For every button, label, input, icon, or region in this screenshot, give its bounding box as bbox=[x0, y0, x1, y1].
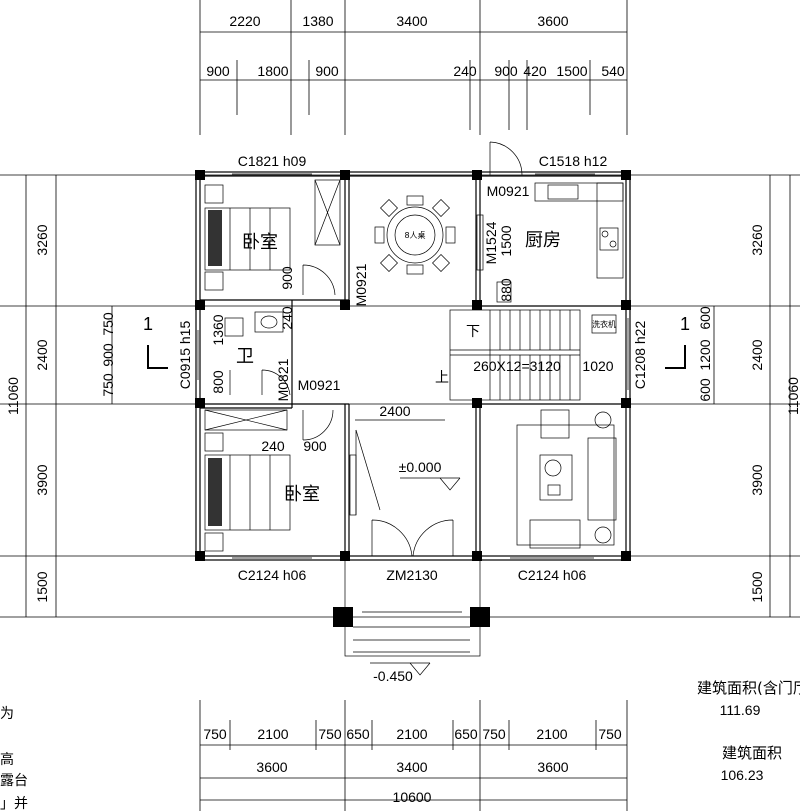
window-bottom-left: C2124 h06 bbox=[238, 567, 307, 583]
left-win-dim-3: 750 bbox=[100, 373, 116, 397]
right-win-dim-1: 600 bbox=[697, 306, 713, 330]
stair-width: 1020 bbox=[582, 358, 613, 374]
bottom-dim-4: 650 bbox=[346, 726, 370, 742]
room-bedroom-bottom: 卧室 bbox=[284, 484, 320, 505]
bottom-dim-6: 650 bbox=[454, 726, 478, 742]
right-dim-3: 3900 bbox=[749, 464, 765, 495]
right-total: 11060 bbox=[785, 377, 800, 415]
window-right-side: C1208 h22 bbox=[632, 321, 648, 390]
right-dim-4: 1500 bbox=[749, 571, 765, 602]
left-win-dim-1: 750 bbox=[100, 312, 116, 336]
left-win-dim-2: 900 bbox=[100, 343, 116, 367]
window-left-side: C0915 h15 bbox=[177, 321, 193, 390]
bottom-dim-3: 750 bbox=[318, 726, 342, 742]
kitchen-1500: 1500 bbox=[498, 225, 514, 256]
stair-up: 上 bbox=[435, 370, 449, 386]
kitchen-880: 880 bbox=[498, 278, 514, 302]
bottom-dim-9: 750 bbox=[598, 726, 622, 742]
area-label-1: 建筑面积(含门厅 bbox=[697, 679, 800, 697]
section-mark-right: 1 bbox=[680, 314, 690, 334]
left-dim-3: 3900 bbox=[34, 464, 50, 495]
door-bath: M0821 bbox=[275, 358, 291, 401]
stair-dims: 260X12=3120 bbox=[473, 358, 561, 374]
bath-800: 800 bbox=[210, 370, 226, 394]
bed-240: 240 bbox=[261, 438, 285, 454]
window-bottom-right: C2124 h06 bbox=[518, 567, 587, 583]
door-main: ZM2130 bbox=[386, 567, 438, 583]
level-main: ±0.000 bbox=[399, 459, 442, 475]
bottom-total: 10600 bbox=[393, 789, 432, 805]
bottom-dim-5: 2100 bbox=[396, 726, 427, 742]
top2-dim-3: 900 bbox=[315, 63, 339, 79]
left-edge-text-3: 露台 bbox=[0, 773, 28, 789]
right-dim-2: 2400 bbox=[749, 339, 765, 370]
top-dim-1: 2220 bbox=[229, 13, 260, 29]
top-dim-3: 3400 bbox=[396, 13, 427, 29]
living-room-furniture bbox=[516, 409, 617, 549]
staircase bbox=[449, 309, 617, 401]
top2-dim-6: 420 bbox=[523, 63, 547, 79]
bed-900: 900 bbox=[303, 438, 327, 454]
right-dim-1: 3260 bbox=[749, 224, 765, 255]
top2-dim-5: 900 bbox=[494, 63, 518, 79]
dining-table bbox=[374, 195, 456, 275]
level-markers bbox=[355, 419, 461, 676]
top2-dim-1: 900 bbox=[206, 63, 230, 79]
living-width: 2400 bbox=[379, 403, 410, 419]
section-mark-left: 1 bbox=[143, 314, 153, 334]
left-dim-1: 3260 bbox=[34, 224, 50, 255]
bottom-dim-8: 2100 bbox=[536, 726, 567, 742]
bottom-dim-7: 750 bbox=[482, 726, 506, 742]
porch-steps bbox=[344, 555, 481, 657]
right-win-dim-2: 1200 bbox=[697, 339, 713, 370]
left-total: 11060 bbox=[5, 377, 21, 415]
door-kitchen-side: M1524 bbox=[483, 221, 499, 264]
level-porch: -0.450 bbox=[373, 668, 413, 684]
right-win-dim-3: 600 bbox=[697, 378, 713, 402]
bottom2-dim-2: 3400 bbox=[396, 759, 427, 775]
bottom-dim-2: 2100 bbox=[257, 726, 288, 742]
washer-label: 洗衣机 bbox=[592, 319, 616, 329]
top-dim-4: 3600 bbox=[537, 13, 568, 29]
stair-down: 下 bbox=[466, 324, 480, 340]
door-bedroom-bottom: M0921 bbox=[298, 377, 341, 393]
top2-dim-8: 540 bbox=[601, 63, 625, 79]
room-kitchen: 厨房 bbox=[525, 230, 561, 251]
door-bedroom-top: M0921 bbox=[353, 263, 369, 306]
top-dim-2: 1380 bbox=[302, 13, 333, 29]
door-swings bbox=[261, 141, 523, 557]
area-label-2: 建筑面积 bbox=[722, 744, 782, 762]
window-top-left: C1821 h09 bbox=[238, 153, 307, 169]
bath-900: 900 bbox=[279, 266, 295, 290]
left-dim-2: 2400 bbox=[34, 339, 50, 370]
window-top-right: C1518 h12 bbox=[539, 153, 608, 169]
top2-dim-2: 1800 bbox=[257, 63, 288, 79]
top2-dim-7: 1500 bbox=[556, 63, 587, 79]
area-value-2: 106.23 bbox=[721, 767, 764, 783]
room-bathroom: 卫 bbox=[236, 346, 254, 367]
dining-table-label: 8人桌 bbox=[404, 230, 425, 240]
left-dim-4: 1500 bbox=[34, 571, 50, 602]
door-kitchen: M0921 bbox=[487, 183, 530, 199]
kitchen-fixtures bbox=[496, 182, 624, 303]
top2-dim-4: 240 bbox=[453, 63, 477, 79]
left-edge-text-2: 高 bbox=[0, 751, 14, 768]
bath-240: 240 bbox=[279, 306, 295, 330]
room-bedroom-top: 卧室 bbox=[242, 232, 278, 253]
bottom2-dim-3: 3600 bbox=[537, 759, 568, 775]
area-value-1: 111.69 bbox=[720, 702, 761, 718]
bottom2-dim-1: 3600 bbox=[256, 759, 287, 775]
left-edge-text-4: 」并 bbox=[0, 796, 28, 811]
bathroom-fixtures bbox=[224, 311, 284, 395]
bath-1360: 1360 bbox=[210, 314, 226, 345]
bed-top bbox=[204, 179, 341, 291]
left-edge-text-1: 为 bbox=[0, 706, 14, 722]
section-markers bbox=[147, 345, 686, 369]
bottom-dim-1: 750 bbox=[203, 726, 227, 742]
bed-bottom bbox=[204, 409, 291, 552]
